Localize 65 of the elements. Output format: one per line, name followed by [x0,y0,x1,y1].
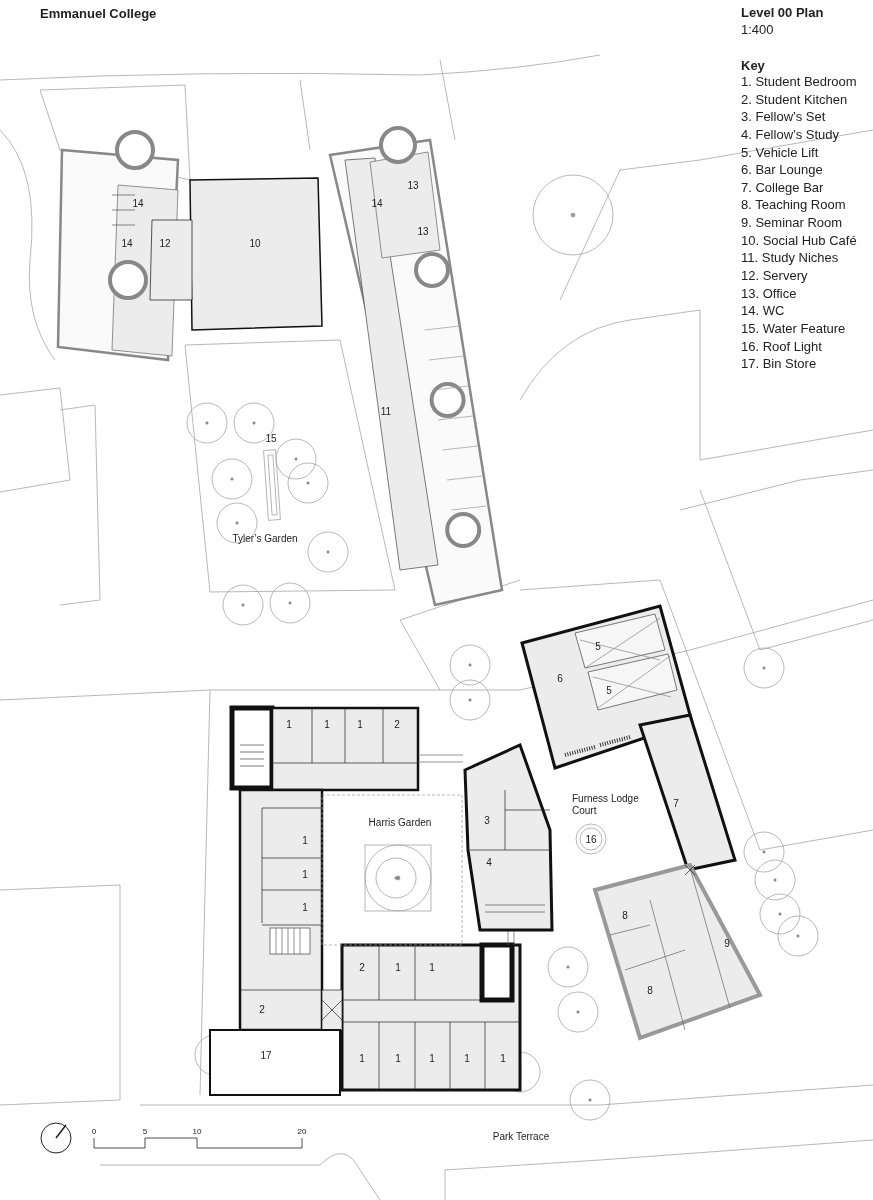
key-item: 7. College Bar [741,180,824,195]
key-item: 3. Fellow’s Set [741,109,826,124]
room-number: 10 [249,237,261,249]
key-item: 1. Student Bedroom [741,74,857,89]
key-item: 11. Study Niches [741,250,839,265]
room-number: 4 [486,856,492,868]
scale-value: 0 [91,1126,97,1136]
key-item: 10. Social Hub Café [741,233,857,248]
place-name: Harris Garden [368,816,432,828]
room-number: 17 [260,1049,272,1061]
room-number: 1 [357,718,363,730]
key-item: 14. WC [741,303,785,318]
key-item: 15. Water Feature [741,321,846,336]
room-number: 2 [359,961,365,973]
key-item: 6. Bar Lounge [741,162,823,177]
room-number: 12 [159,237,171,249]
key-item: 8. Teaching Room [741,197,846,212]
room-number: 13 [407,179,419,191]
room-number: 9 [724,937,730,949]
plan-heading: Level 00 Plan [741,5,824,20]
room-number: 1 [324,718,330,730]
room-number: 8 [622,909,628,921]
room-number: 6 [557,672,563,684]
room-number: 1 [500,1052,506,1064]
scale-value: 20 [297,1126,307,1136]
room-number: 15 [265,432,277,444]
room-number: 1 [302,834,308,846]
room-number: 1 [395,961,401,973]
room-number: 14 [121,237,133,249]
key-item: 4. Fellow’s Study [741,127,840,142]
room-number: 3 [484,814,490,826]
room-number: 1 [429,961,435,973]
room-number: 1 [359,1052,365,1064]
room-number: 7 [673,797,679,809]
room-number: 5 [606,684,612,696]
key-item: 16. Roof Light [741,339,822,354]
scale-value: 5 [142,1126,148,1136]
room-number: 1 [429,1052,435,1064]
room-number: 5 [595,640,601,652]
room-number: 1 [464,1052,470,1064]
room-number: 1 [395,1052,401,1064]
room-number: 14 [132,197,144,209]
plan-title: Emmanuel College [40,6,157,21]
place-name: Park Terrace [492,1130,550,1142]
key-item: 2. Student Kitchen [741,92,848,107]
key-item: 1:400 [741,22,774,37]
room-number: 14 [371,197,383,209]
room-number: 11 [380,405,392,417]
key-item: 12. Servery [741,268,808,283]
key-item: 17. Bin Store [741,356,817,371]
key-item: 5. Vehicle Lift [741,145,819,160]
key-item: 13. Office [741,286,797,301]
place-name: Furness Lodge Court [572,793,640,817]
room-number: 1 [286,718,292,730]
room-number: 13 [417,225,429,237]
room-number: 2 [259,1003,265,1015]
plan-heading: Key [741,58,765,73]
room-number: 1 [302,868,308,880]
room-number: 1 [302,901,308,913]
room-number: 16 [585,833,597,845]
place-name: Tyler’s Garden [232,532,298,544]
room-number: 2 [394,718,400,730]
room-number: 8 [647,984,653,996]
key-item: 9. Seminar Room [741,215,843,230]
scale-value: 10 [192,1126,202,1136]
